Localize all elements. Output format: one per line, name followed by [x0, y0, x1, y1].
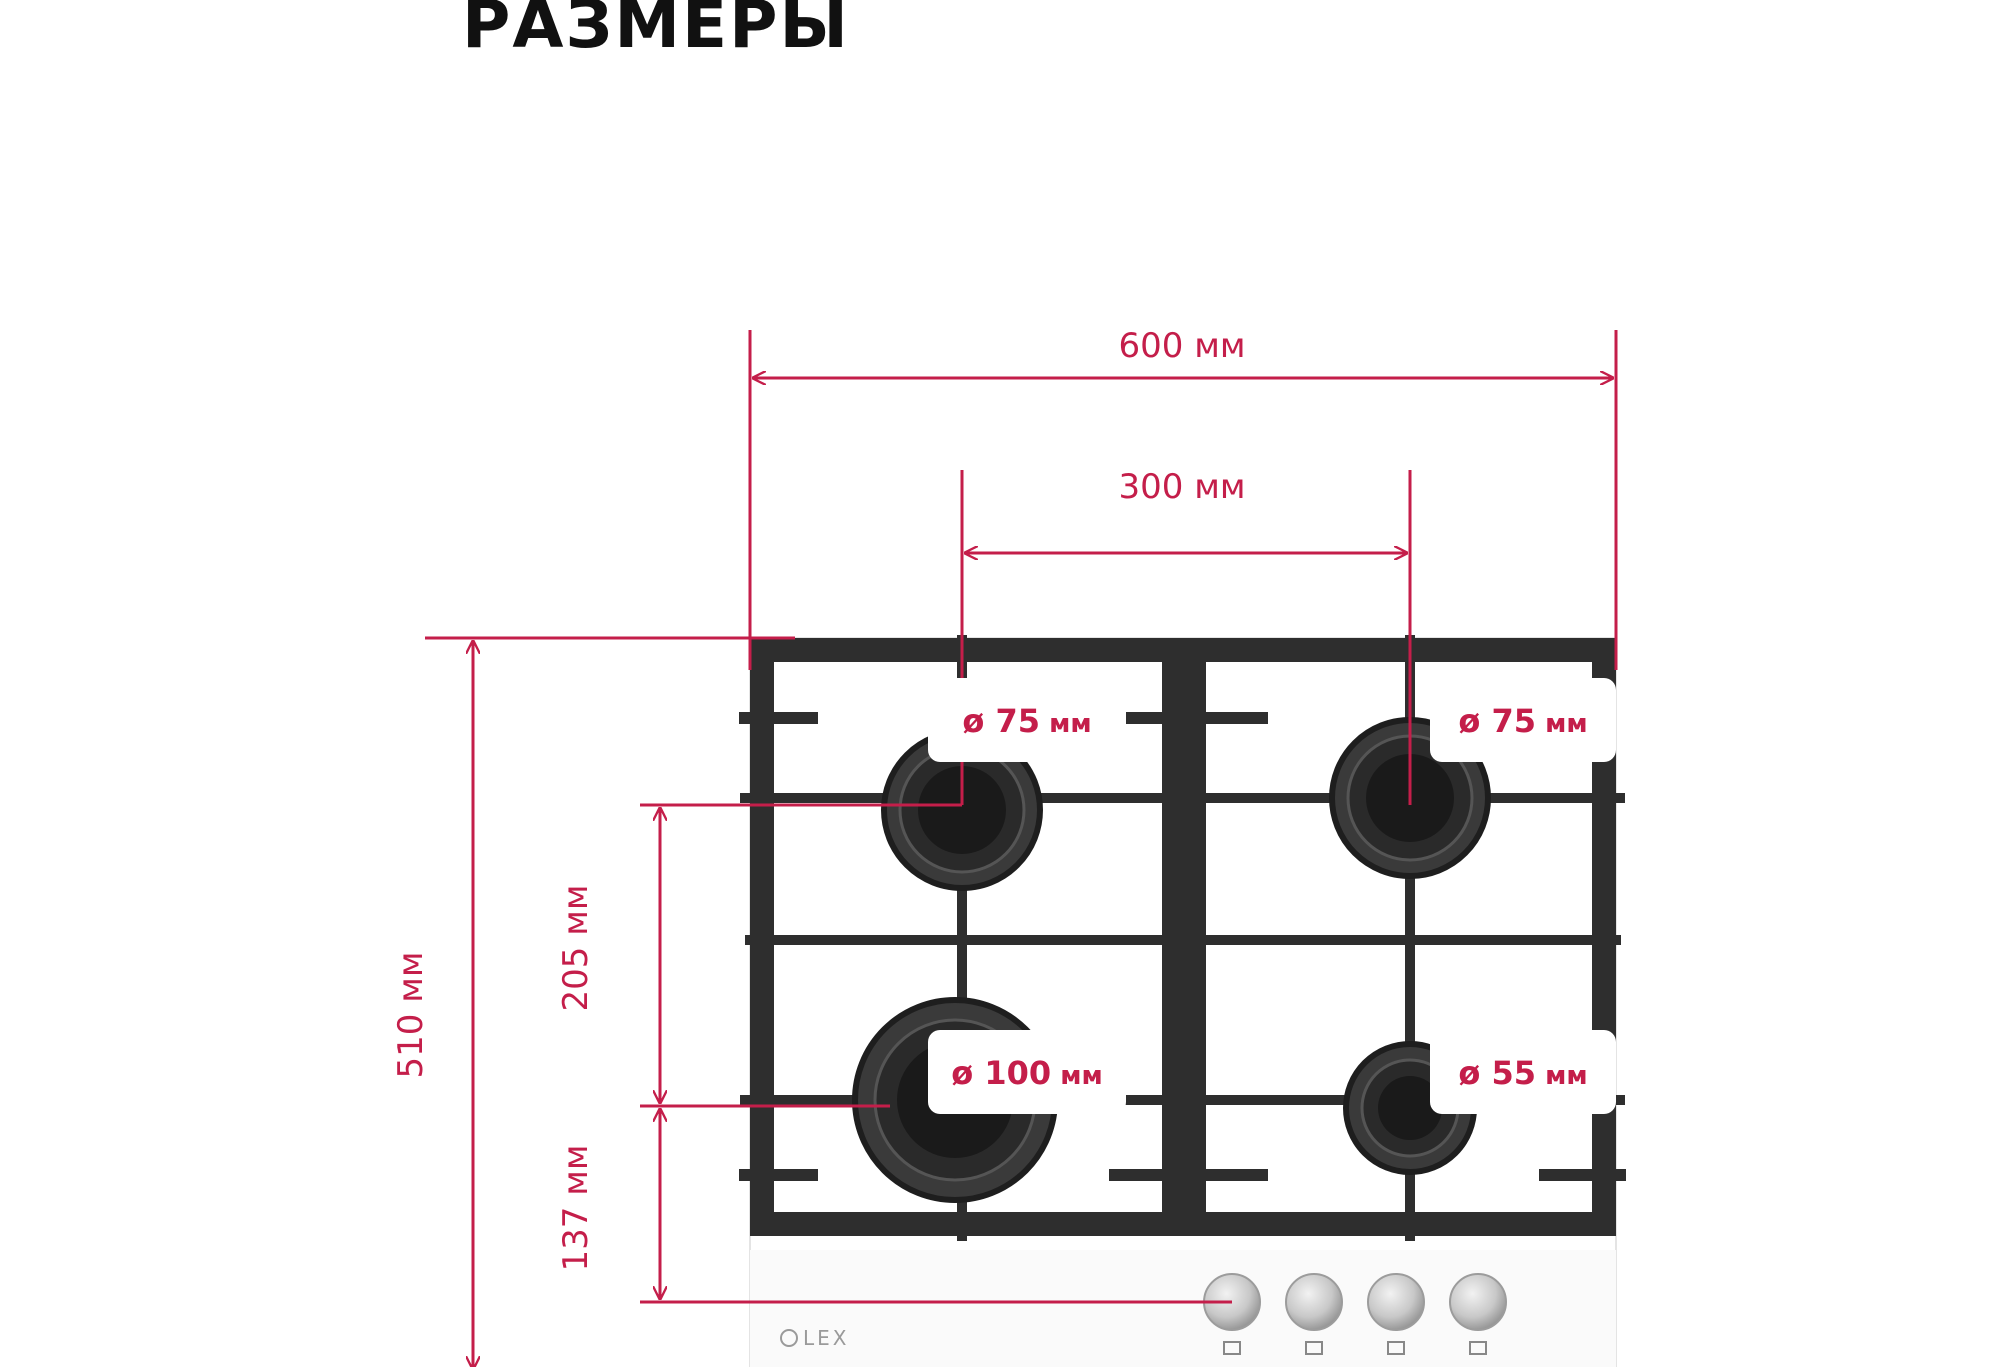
dim-burner-spacing-label: 300 мм: [1118, 467, 1245, 507]
svg-text:ø 100 мм: ø 100 мм: [951, 1054, 1103, 1092]
diameter-symbol: ø: [962, 702, 984, 740]
diameter-symbol: ø: [951, 1054, 973, 1092]
burner-indicator-icon: [1223, 1341, 1241, 1355]
dim-vertical-spacing-label: 205 мм: [556, 884, 596, 1011]
diameter-value: 75: [1492, 702, 1537, 740]
diameter-value: 100: [984, 1054, 1051, 1092]
diameter-symbol: ø: [1458, 1054, 1480, 1092]
knob-3[interactable]: [1367, 1273, 1425, 1355]
badge-front-right: ø 55 мм: [1430, 1030, 1616, 1114]
diameter-unit: мм: [1060, 1061, 1103, 1091]
page-title: РАЗМЕРЫ: [462, 0, 850, 63]
dim-front-offset-label: 137 мм: [556, 1144, 596, 1271]
diameter-unit: мм: [1545, 1061, 1588, 1091]
knob-icon: [1449, 1273, 1507, 1331]
dimension-lines: [425, 330, 1618, 1367]
badge-rear-left: ø 75 мм: [928, 678, 1126, 762]
dim-width-label: 600 мм: [1118, 326, 1245, 366]
svg-text:ø 75 мм: ø 75 мм: [1458, 702, 1587, 740]
svg-text:ø 75 мм: ø 75 мм: [962, 702, 1091, 740]
diameter-unit: мм: [1049, 709, 1092, 739]
knob-icon: [1285, 1273, 1343, 1331]
lex-logo-icon: [780, 1329, 798, 1347]
left-grate: [739, 635, 1186, 1241]
badge-rear-right: ø 75 мм: [1430, 678, 1616, 762]
diameter-value: 55: [1492, 1054, 1537, 1092]
diameter-value: 75: [996, 702, 1041, 740]
diameter-unit: мм: [1545, 709, 1588, 739]
brand-label: LEX: [803, 1326, 849, 1350]
badge-front-left: ø 100 мм: [928, 1030, 1126, 1114]
diameter-symbol: ø: [1458, 702, 1480, 740]
dim-depth-label: 510 мм: [391, 951, 431, 1078]
knob-4[interactable]: [1449, 1273, 1507, 1355]
burner-indicator-icon: [1305, 1341, 1323, 1355]
knob-icon: [1367, 1273, 1425, 1331]
svg-text:ø 55 мм: ø 55 мм: [1458, 1054, 1587, 1092]
burner-indicator-icon: [1469, 1341, 1487, 1355]
knob-2[interactable]: [1285, 1273, 1343, 1355]
burner-indicator-icon: [1387, 1341, 1405, 1355]
